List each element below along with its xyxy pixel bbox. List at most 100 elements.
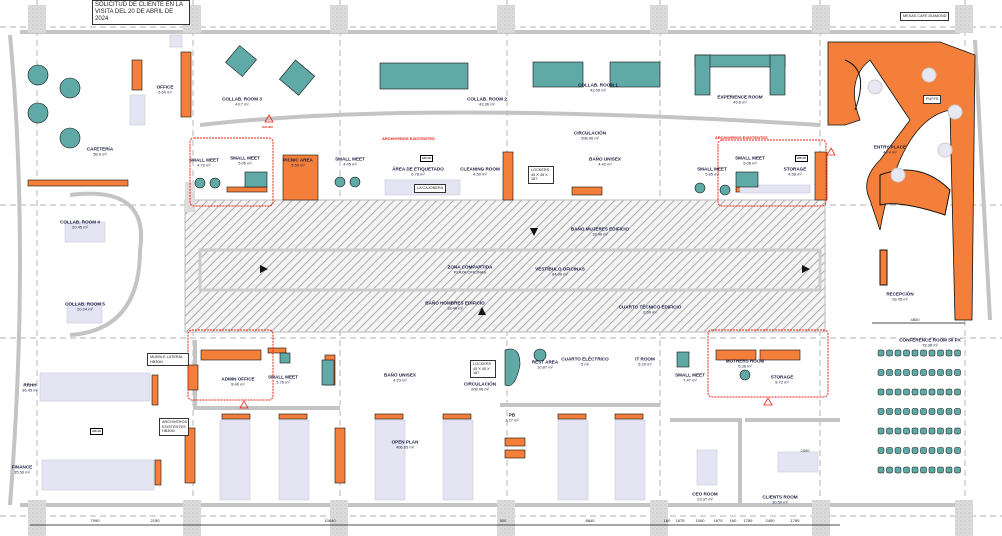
room-name: STORAGE <box>770 374 794 380</box>
room-area: PLAZA OFICINAS <box>453 269 487 275</box>
room-name: ADMIN OFFICE <box>221 376 255 382</box>
conference-chair <box>877 369 885 376</box>
dimension-label: 2400 <box>765 518 775 523</box>
room-name: CLEANING ROOM <box>460 166 500 172</box>
furniture-tag: HB120 <box>90 428 104 435</box>
building-core <box>184 182 826 333</box>
room-name: CUARTO ELÉCTRICO <box>561 356 609 362</box>
room-area: 23.37 m² <box>697 496 713 502</box>
dimension-line <box>30 322 965 526</box>
room-name: COLLAB. ROOM 5 <box>65 301 105 307</box>
conference-chair <box>928 447 936 454</box>
room-area: 30.50 m² <box>772 499 788 505</box>
room-area: 7.47 m² <box>683 377 697 383</box>
room-area: 4.23 m² <box>393 377 407 383</box>
conference-chair <box>903 349 910 357</box>
conference-chair <box>928 388 936 396</box>
conference-chair <box>920 427 927 435</box>
room-name: BAÑO HOMBRES EDIFICIO <box>425 300 485 306</box>
conference-chair <box>886 388 893 396</box>
room-name: ENTRY PLACE <box>873 144 907 150</box>
room-area: 5.50 m² <box>291 162 305 168</box>
conference-chair <box>877 466 885 474</box>
conference-chair <box>911 388 919 396</box>
conference-chair <box>877 388 885 396</box>
room-area: 4.45 m² <box>343 161 357 167</box>
dimension-label: 2150 <box>150 518 160 523</box>
room-name: CIRCULACIÓN <box>573 130 607 136</box>
conference-chair <box>945 349 953 357</box>
furniture-tag: HB120 <box>795 155 809 162</box>
dimension-label: 4800 <box>910 317 920 322</box>
lockers-note: LOCKERS 45 X 45 X 187 <box>470 360 496 378</box>
dimension-label: 160 <box>729 518 737 523</box>
room-name: SMALL MEET <box>189 157 219 163</box>
conference-chair <box>903 447 910 454</box>
conference-chair <box>920 349 927 357</box>
room-name: REST AREA <box>531 359 559 365</box>
room-area: 45.6 m² <box>733 99 747 105</box>
teal-furniture <box>27 45 786 387</box>
conference-chairs <box>877 349 961 474</box>
conference-chair <box>937 349 944 357</box>
room-name: ÁREA DE ETIQUETADO <box>392 166 444 172</box>
conference-chair <box>886 447 893 454</box>
room-area: 43.36 m² <box>479 101 495 107</box>
conference-chair <box>886 466 893 474</box>
conference-chair <box>954 447 961 454</box>
dimension-label: 160 <box>663 518 671 523</box>
conference-chair <box>894 466 902 474</box>
conference-chair <box>886 369 893 376</box>
conference-chair <box>877 447 885 454</box>
drawer-note: LA CAJONERA <box>414 184 447 193</box>
room-area: 4.70 m² <box>197 162 211 168</box>
conference-chair <box>928 408 936 415</box>
conference-chair <box>894 369 902 376</box>
conference-chair <box>945 369 953 376</box>
room-name: BAÑO UNISEX <box>384 372 416 378</box>
room-name: CONFERENCE ROOM 50 PX <box>899 337 961 343</box>
conference-chair <box>920 388 927 396</box>
room-area: 8.40 m² <box>231 381 245 387</box>
room-area: 6.20 m² <box>638 361 652 367</box>
room-area: 5.76 m² <box>276 379 290 385</box>
room-name: ZONA COMPARTIDA <box>447 264 493 270</box>
room-area: 4.58 m² <box>788 171 802 177</box>
room-name: BAÑO MUJERES EDIFICIO <box>570 226 630 232</box>
walls <box>8 30 992 507</box>
room-name: CAFETERÍA <box>86 146 114 152</box>
existing-files-label: ARCHIVEROS EXISTENTES <box>382 136 435 141</box>
conference-chair <box>928 427 936 435</box>
conference-chair <box>954 369 961 376</box>
dimension-label: 1675 <box>675 518 685 523</box>
room-area: 18.40 m² <box>592 231 608 237</box>
conference-chair <box>954 427 961 435</box>
conference-chair <box>911 349 919 357</box>
conference-chair <box>894 447 902 454</box>
room-name: CEO ROOM <box>692 491 718 497</box>
dimension-label: 1000 <box>695 518 705 523</box>
room-area: 10.87 m² <box>537 364 553 370</box>
conference-chair <box>877 427 885 435</box>
conference-chair <box>886 349 893 357</box>
furniture-tag: HB120 <box>420 155 434 162</box>
conference-chair <box>903 427 910 435</box>
